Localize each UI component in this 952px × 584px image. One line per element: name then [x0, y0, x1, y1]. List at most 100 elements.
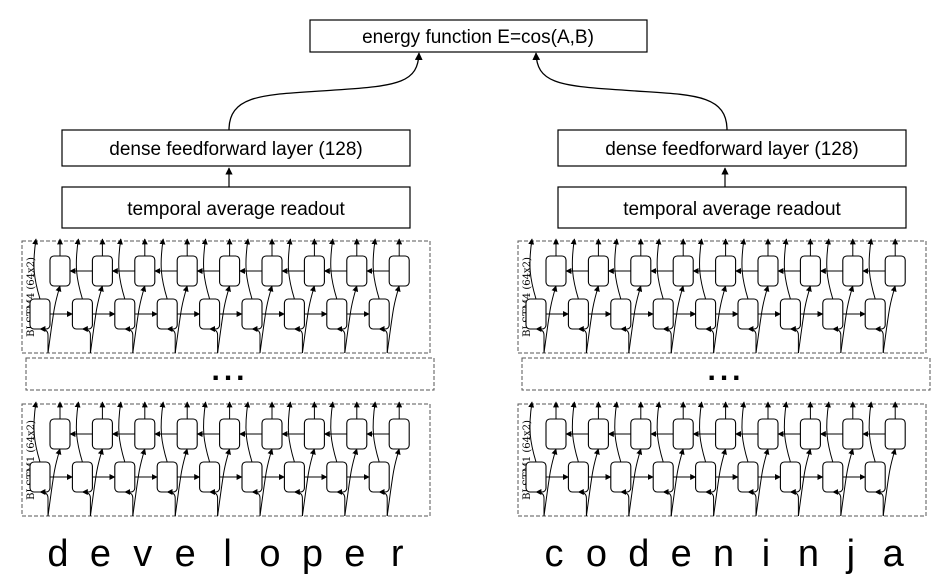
forward-lstm-cell [241, 298, 263, 330]
forward-lstm-cell [864, 461, 886, 493]
input-character: d [47, 533, 68, 575]
forward-output-arrow [697, 238, 707, 300]
input-character: p [302, 533, 323, 575]
backward-lstm-cell [630, 418, 652, 450]
backward-lstm-cell [346, 255, 368, 287]
input-to-forward-arrow [251, 489, 261, 516]
intermediate-layers-band [25, 357, 435, 391]
backward-lstm-cell [176, 255, 198, 287]
backward-lstm-cell [884, 418, 906, 450]
input-to-backward-arrow [882, 448, 897, 517]
blstm-frame [21, 403, 431, 517]
backward-lstm-cell [261, 418, 283, 450]
dense-layer-label: dense feedforward layer (128) [605, 139, 858, 160]
tower-left: dense feedforward layer (128)temporal av… [21, 129, 435, 575]
input-character: l [223, 533, 231, 575]
input-to-forward-arrow [577, 489, 587, 516]
forward-lstm-cell [779, 461, 801, 493]
input-to-backward-arrow [89, 285, 104, 354]
forward-lstm-cell [737, 298, 759, 330]
input-character: e [671, 533, 692, 575]
backward-lstm-cell [261, 255, 283, 287]
forward-lstm-cell [283, 298, 305, 330]
input-character: i [762, 533, 770, 575]
input-to-backward-arrow [713, 448, 727, 517]
backward-lstm-cell [219, 255, 241, 287]
input-to-backward-arrow [174, 285, 189, 354]
input-character: d [628, 533, 649, 575]
input-character: e [90, 533, 111, 575]
backward-lstm-cell [91, 255, 113, 287]
backward-lstm-cell [49, 418, 71, 450]
backward-lstm-cell [757, 255, 779, 287]
backward-lstm-cell [799, 255, 821, 287]
input-to-forward-arrow [705, 489, 715, 516]
forward-lstm-cell [29, 298, 51, 330]
input-to-forward-arrow [620, 489, 630, 516]
forward-output-arrow [201, 238, 211, 300]
forward-output-arrow [244, 401, 253, 463]
readout-label: temporal average readout [623, 199, 841, 220]
forward-output-arrow [867, 238, 876, 300]
input-to-forward-arrow [620, 326, 630, 353]
backward-lstm-cell [842, 418, 864, 450]
input-to-backward-arrow [628, 448, 643, 517]
backward-lstm-cell [134, 255, 156, 287]
forward-output-arrow [655, 238, 664, 300]
forward-lstm-cell [610, 298, 632, 330]
forward-lstm-cell [156, 461, 178, 493]
input-to-backward-arrow [132, 448, 147, 517]
input-to-backward-arrow [840, 448, 855, 517]
forward-lstm-cell [652, 298, 674, 330]
blstm-frame [517, 240, 927, 354]
input-to-forward-arrow [209, 489, 219, 516]
input-to-backward-arrow [386, 285, 401, 354]
dense-layer-box [61, 129, 411, 167]
dense-layer-label: dense feedforward layer (128) [109, 139, 362, 160]
input-to-forward-arrow [378, 489, 388, 516]
forward-output-arrow [613, 238, 622, 300]
forward-output-arrow [613, 401, 622, 463]
backward-lstm-cell [630, 255, 652, 287]
forward-output-arrow [244, 238, 253, 300]
input-to-backward-arrow [217, 285, 231, 354]
input-character: j [846, 533, 855, 575]
input-to-backward-arrow [301, 448, 316, 517]
input-character: a [883, 533, 905, 575]
input-to-backward-arrow [386, 448, 401, 517]
forward-output-arrow [528, 238, 537, 300]
input-to-backward-arrow [882, 285, 897, 354]
input-to-forward-arrow [166, 326, 176, 353]
forward-output-arrow [371, 238, 380, 300]
input-character: e [175, 533, 196, 575]
backward-lstm-cell [219, 418, 241, 450]
dense-layer-box [557, 129, 907, 167]
forward-output-arrow [825, 238, 834, 300]
forward-output-arrow [329, 238, 338, 300]
forward-output-arrow [117, 238, 126, 300]
input-to-backward-arrow [797, 285, 812, 354]
backward-lstm-cell [176, 418, 198, 450]
forward-lstm-cell [29, 461, 51, 493]
input-to-forward-arrow [336, 489, 346, 516]
input-character: v [133, 533, 152, 575]
input-to-forward-arrow [535, 489, 545, 516]
forward-output-arrow [74, 401, 83, 463]
input-to-backward-arrow [713, 285, 727, 354]
input-to-backward-arrow [840, 285, 855, 354]
input-to-forward-arrow [747, 326, 757, 353]
input-to-forward-arrow [874, 489, 884, 516]
blstm-block-1-left: BLSTM1 (64x2) [21, 401, 431, 517]
input-to-backward-arrow [797, 448, 812, 517]
forward-output-arrow [655, 401, 664, 463]
backward-lstm-cell [587, 418, 609, 450]
input-to-backward-arrow [543, 448, 558, 517]
forward-output-arrow [371, 401, 380, 463]
backward-lstm-cell [799, 418, 821, 450]
input-to-forward-arrow [662, 326, 672, 353]
readout-box [61, 186, 411, 229]
input-character: o [586, 533, 607, 575]
forward-output-arrow [740, 401, 749, 463]
forward-lstm-cell [567, 461, 589, 493]
